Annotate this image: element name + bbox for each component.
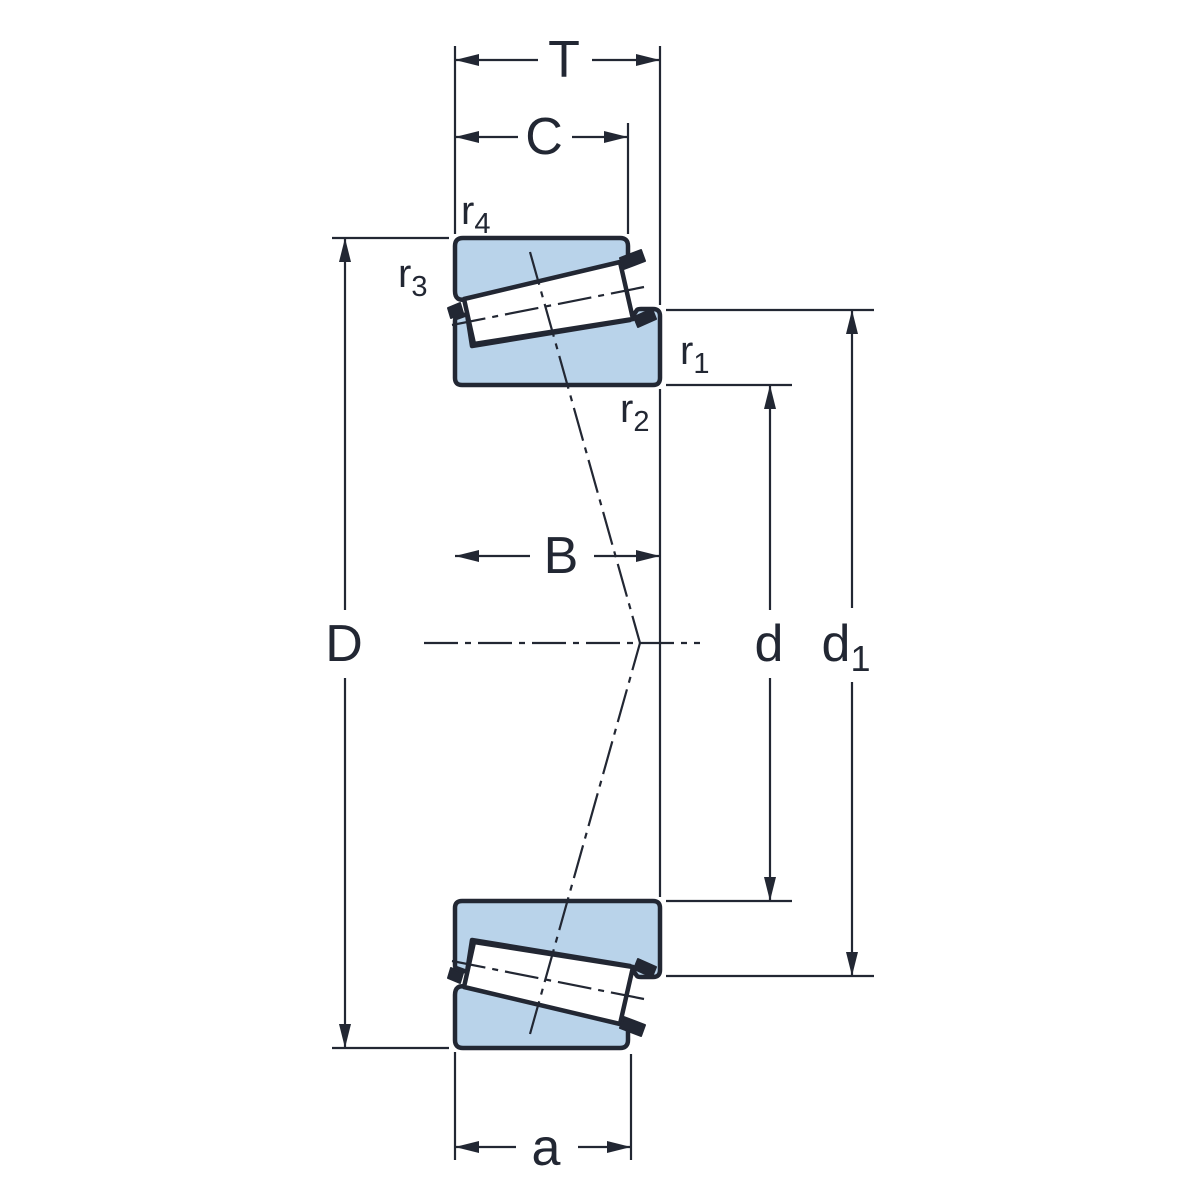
label-D: D xyxy=(325,615,363,673)
label-T: T xyxy=(548,31,580,89)
label-r1: r1 xyxy=(680,329,709,380)
label-d: d xyxy=(755,615,784,673)
label-B: B xyxy=(544,527,579,585)
label-r2: r2 xyxy=(620,387,649,438)
label-d1: d1 xyxy=(822,615,871,679)
label-C: C xyxy=(525,108,563,166)
label-a: a xyxy=(532,1119,561,1177)
bearing-bottom-half xyxy=(448,643,660,1048)
label-r4: r4 xyxy=(461,189,490,240)
label-r3: r3 xyxy=(398,252,427,303)
